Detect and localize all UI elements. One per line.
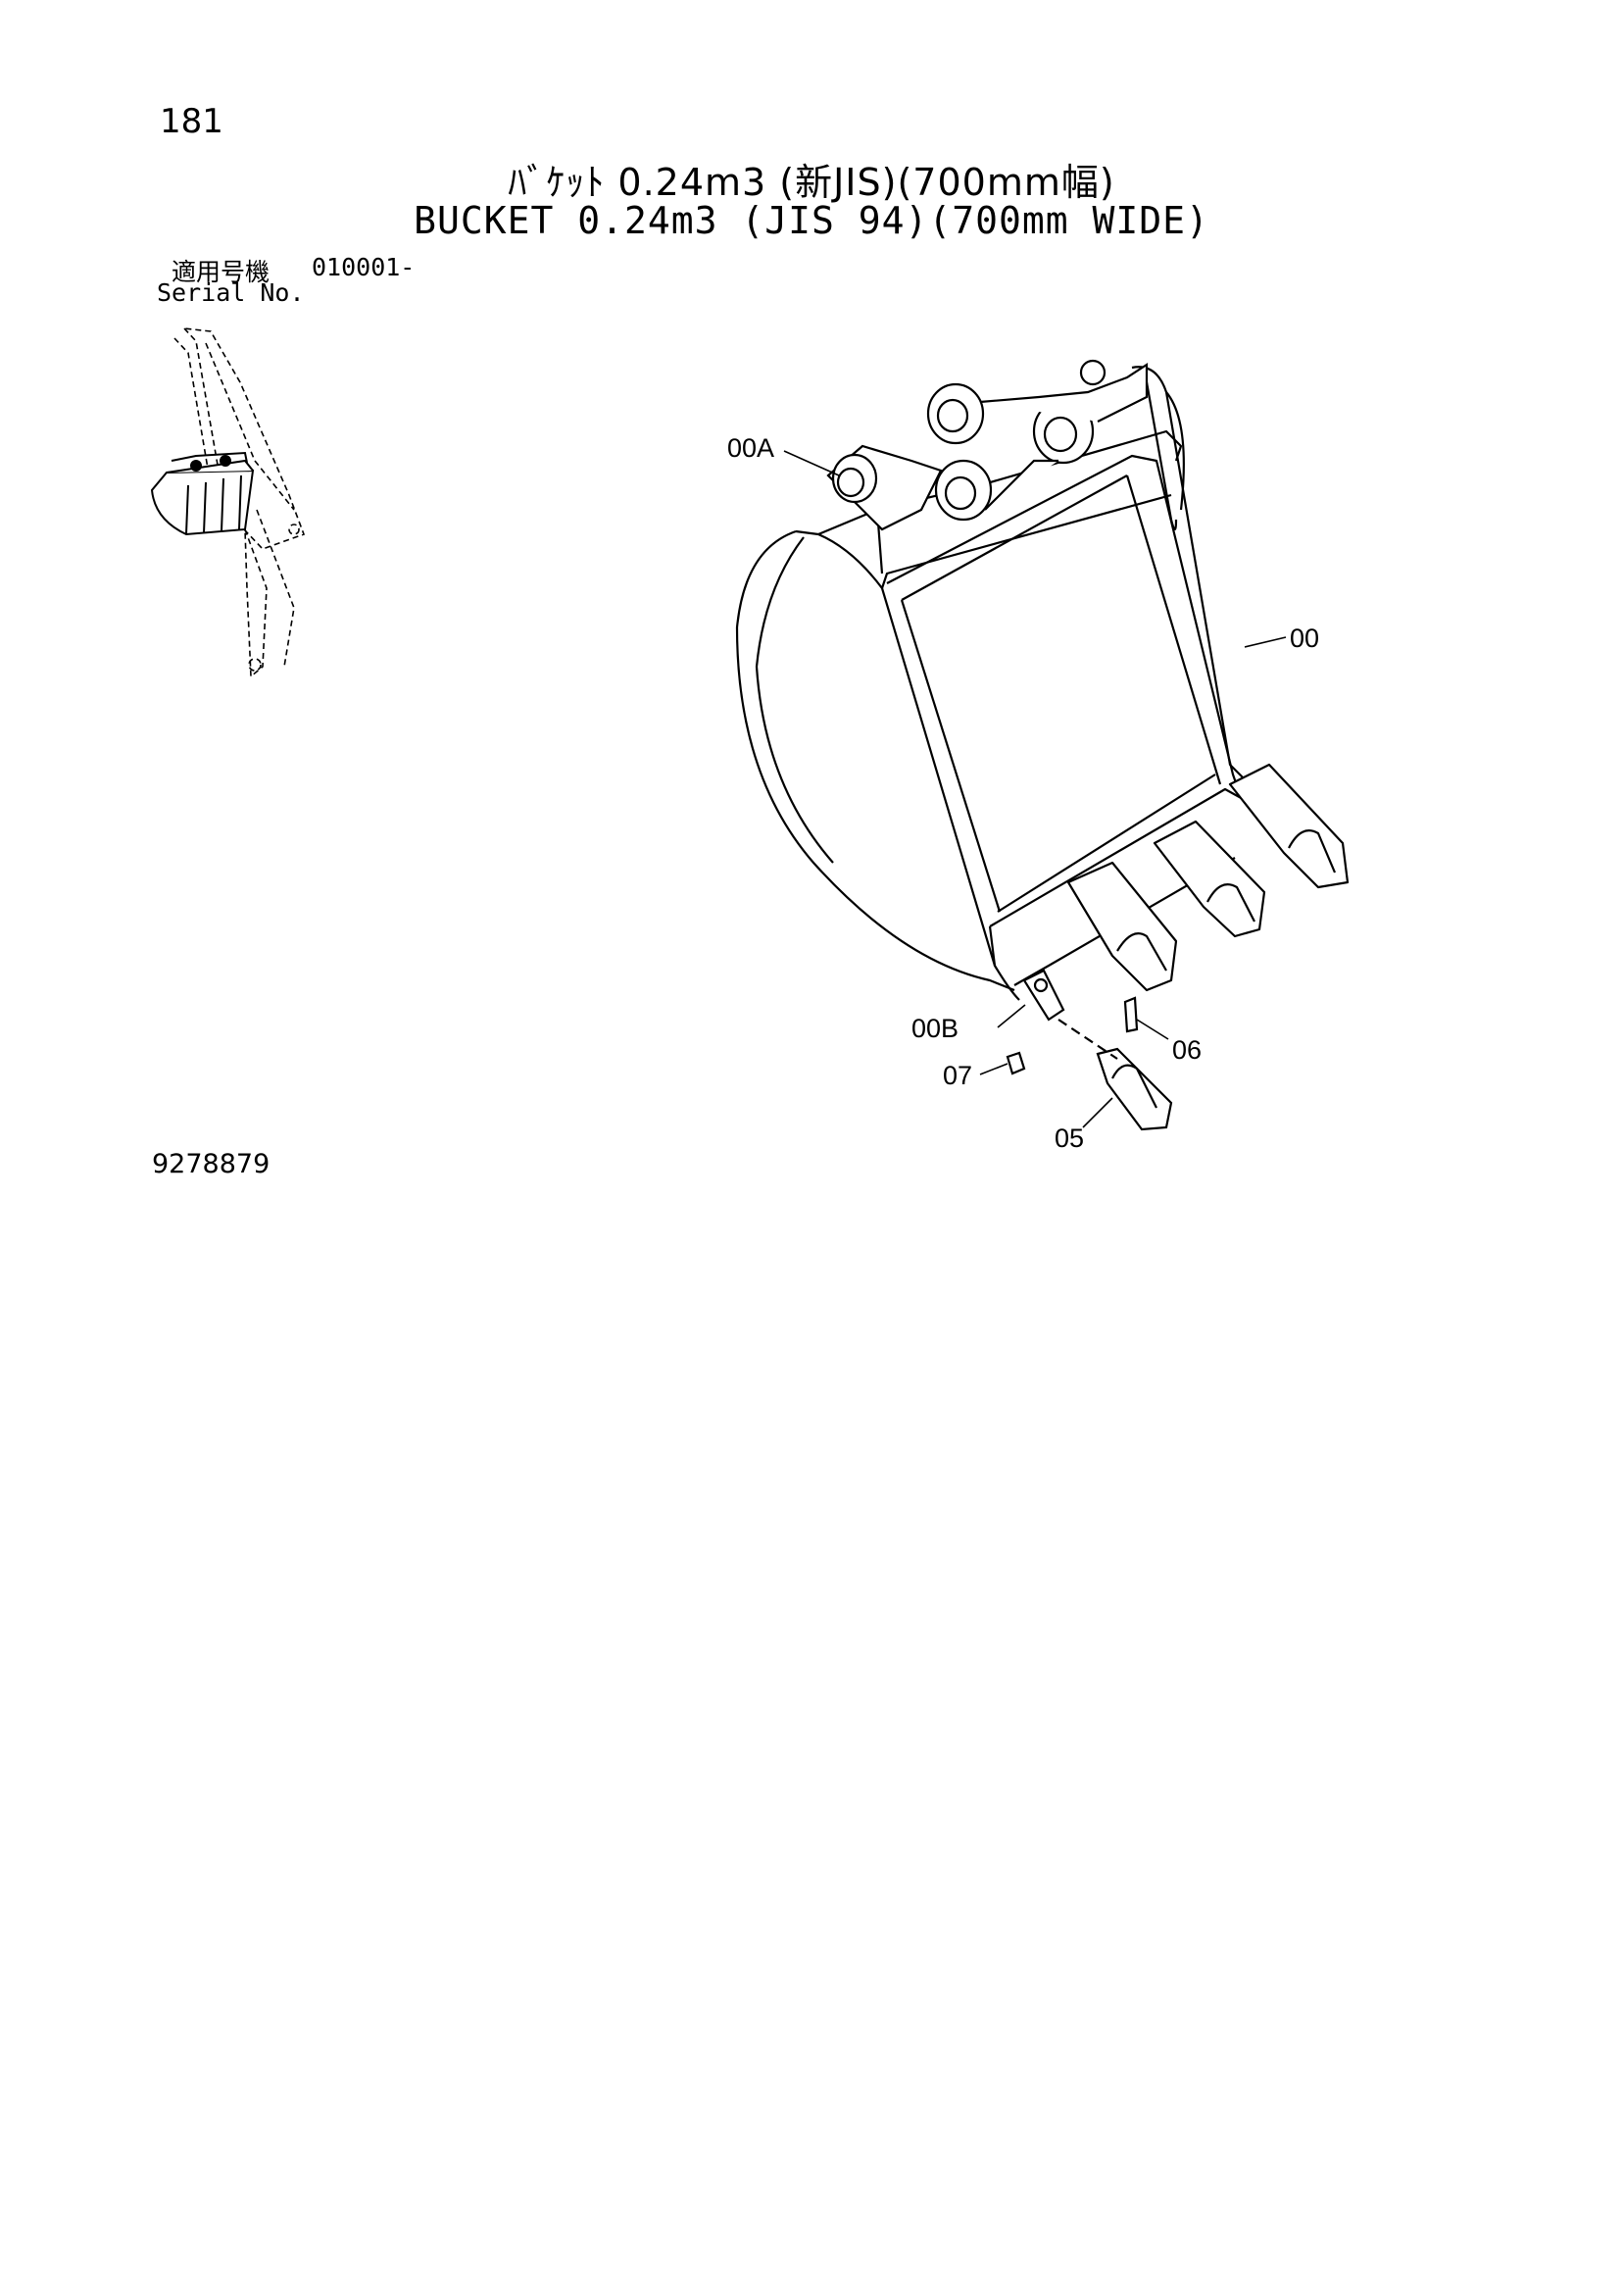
tooth-shanks bbox=[1066, 763, 1350, 992]
callout-06: 06 bbox=[1172, 1035, 1202, 1065]
exploded-tooth-parts bbox=[1006, 969, 1173, 1131]
serial-label-japanese: 適用号機 bbox=[172, 258, 270, 286]
callout-07: 07 bbox=[943, 1061, 972, 1090]
excavator-arm-diagram bbox=[173, 326, 306, 678]
title-english: BUCKET 0.24m3 (JIS 94)(700mm WIDE) bbox=[414, 199, 1209, 242]
drawing-number: 9278879 bbox=[152, 1149, 270, 1179]
serial-range: 010001- bbox=[312, 253, 416, 281]
page-number: 181 bbox=[160, 102, 223, 141]
callout-00A: 00A bbox=[727, 433, 774, 463]
callout-00: 00 bbox=[1290, 624, 1319, 653]
small-bucket-icon bbox=[150, 451, 255, 536]
bucket-bosses bbox=[826, 359, 1149, 531]
callout-05: 05 bbox=[1055, 1123, 1084, 1153]
serial-label-english: Serial No. bbox=[157, 278, 305, 307]
title-japanese: ﾊﾞｹｯﾄ 0.24m3 (新JIS)(700mm幅) bbox=[508, 161, 1115, 204]
callout-00B: 00B bbox=[911, 1014, 959, 1043]
leader-lines bbox=[783, 450, 1287, 1128]
